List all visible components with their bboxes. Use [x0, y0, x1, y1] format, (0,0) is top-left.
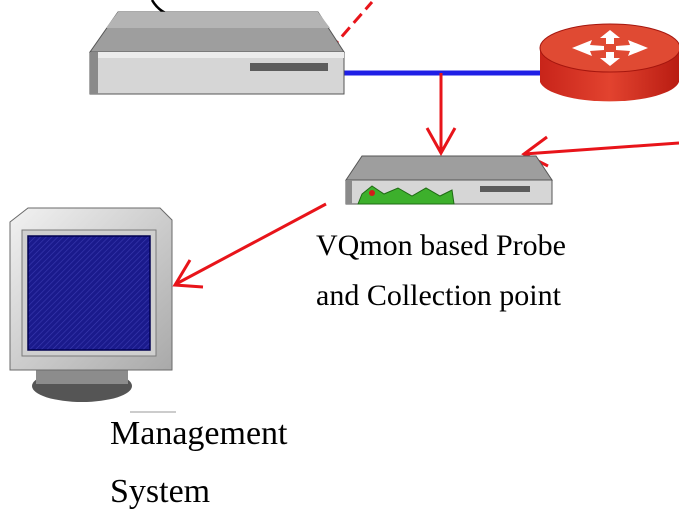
probe-label-line1: VQmon based Probe: [316, 229, 566, 262]
management-label-line1: Management: [110, 415, 288, 452]
arrow-down-to-probe: [425, 73, 457, 157]
management-label-line2: System: [110, 473, 211, 510]
server-icon: [89, 11, 345, 95]
router-icon: [539, 23, 679, 102]
monitor-icon: [9, 207, 173, 402]
arrow-right-to-probe: [521, 135, 679, 168]
probe-label-line2: and Collection point: [316, 279, 561, 312]
probe-device-icon: [345, 155, 553, 205]
arrow-probe-to-monitor: [172, 202, 327, 289]
